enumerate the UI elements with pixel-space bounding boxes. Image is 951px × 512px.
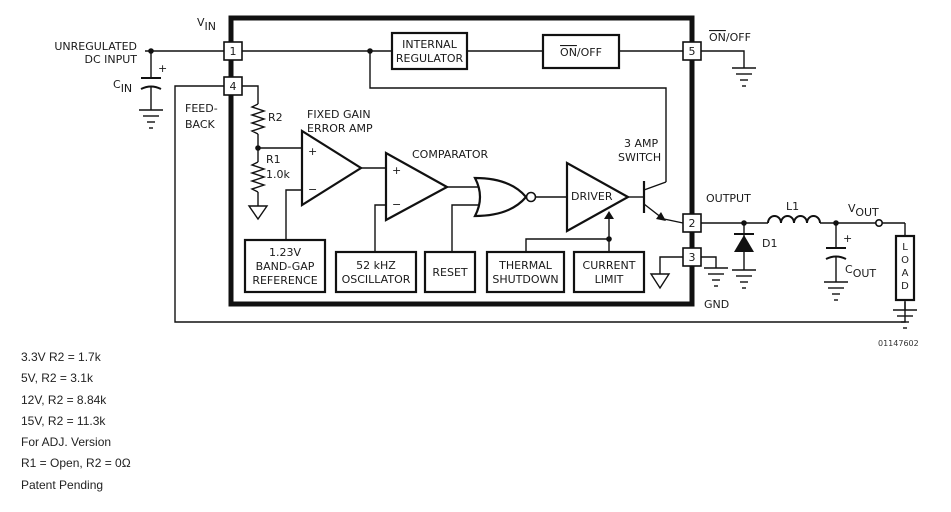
r1-ground-icon <box>247 205 269 221</box>
cout-ground-icon <box>824 281 848 301</box>
cin-label: CIN <box>113 78 132 95</box>
output-label: OUTPUT <box>706 192 751 205</box>
cin-plus: + <box>158 62 167 75</box>
internal-regulator-block <box>390 31 469 71</box>
cin-capacitor <box>140 51 162 110</box>
r1-label: R1 <box>266 153 281 166</box>
switch-label-2: SWITCH <box>618 151 661 164</box>
note-15v: 15V, R2 = 11.3k <box>21 413 106 428</box>
pin-5-number: 5 <box>689 45 696 58</box>
feedback-label-1: FEED- <box>185 102 218 115</box>
gnd-label: GND <box>704 298 729 311</box>
internal-regulator-label-2: REGULATOR <box>396 52 464 65</box>
current-limit-arrow-icon <box>604 211 614 219</box>
cout-capacitor <box>825 223 847 282</box>
reset-label: RESET <box>432 266 468 279</box>
nor-gate-bubble <box>525 191 537 203</box>
bandgap-reference-block <box>243 238 327 294</box>
load-label-1: L <box>902 242 908 253</box>
thermal-label-2: SHUTDOWN <box>492 273 558 286</box>
error-amp-plus: + <box>308 145 317 158</box>
internal-ground-icon <box>649 273 671 290</box>
note-5v: 5V, R2 = 3.1k <box>21 371 93 386</box>
oscillator-label-2: OSCILLATOR <box>342 273 411 286</box>
note-3v3: 3.3V R2 = 1.7k <box>21 350 101 364</box>
load-label-2: O <box>901 255 909 266</box>
nor-gate <box>473 176 528 218</box>
load-ground-icon <box>893 309 917 329</box>
cin-ground-icon <box>139 109 163 129</box>
thermal-shutdown-block <box>485 250 566 294</box>
bandgap-label-2: BAND-GAP <box>256 260 315 273</box>
current-limit-label-2: LIMIT <box>595 273 624 286</box>
gnd-ground-icon <box>704 267 728 287</box>
load-label-4: D <box>901 281 909 292</box>
cout-label: COUT <box>845 263 876 280</box>
r2-label: R2 <box>268 111 283 124</box>
switch-label-1: 3 AMP <box>624 137 659 150</box>
feedback-label-2: BACK <box>185 118 216 131</box>
reset-block <box>423 250 477 294</box>
comparator <box>384 151 450 222</box>
fixed-gain-label-1: FIXED GAIN <box>307 108 371 121</box>
error-amplifier <box>300 129 364 207</box>
ic-package-outline <box>228 15 695 307</box>
unregulated-label-1: UNREGULATED <box>54 40 137 53</box>
onoff-ground-icon <box>732 67 756 87</box>
r2-resistor <box>249 103 267 135</box>
vout-label: VOUT <box>848 202 879 219</box>
note-adj-version: For ADJ. Version <box>21 435 112 450</box>
onoff-pin-label: ON/OFF <box>709 31 751 44</box>
oscillator-label-1: 52 kHZ <box>356 259 396 272</box>
thermal-label-1: THERMAL <box>498 259 553 272</box>
driver-buffer <box>565 161 631 233</box>
notes-list: 3.3V R2 = 1.7k 5V, R2 = 3.1k 12V, R2 = 8… <box>21 347 421 496</box>
pin-2-number: 2 <box>689 217 696 230</box>
onoff-block <box>541 33 621 70</box>
note-adj-values: R1 = Open, R2 = 0Ω <box>21 456 131 471</box>
error-amp-minus: − <box>308 183 317 196</box>
bandgap-label-1: 1.23V <box>269 246 301 259</box>
r1-resistor <box>249 161 267 193</box>
fixed-gain-label-2: ERROR AMP <box>307 122 373 135</box>
note-12v: 12V, R2 = 8.84k <box>21 392 107 407</box>
onoff-block-label: ON/OFF <box>560 46 602 59</box>
comparator-minus: − <box>392 198 401 211</box>
vout-terminal <box>874 219 883 228</box>
pin-4-number: 4 <box>230 80 237 93</box>
d1-ground-icon <box>732 269 756 289</box>
pin-3-number: 3 <box>689 251 696 264</box>
figure-code: 01147602 <box>878 339 919 348</box>
comparator-plus: + <box>392 164 401 177</box>
unregulated-label-2: DC INPUT <box>84 53 137 66</box>
oscillator-block <box>334 250 418 294</box>
switch-transistor <box>642 181 684 224</box>
cout-plus: + <box>843 232 852 245</box>
load-label-3: A <box>902 268 909 279</box>
driver-label: DRIVER <box>571 190 613 203</box>
r1-value: 1.0k <box>266 168 290 181</box>
vin-label: VIN <box>197 16 216 33</box>
d1-label: D1 <box>762 237 777 250</box>
comparator-label: COMPARATOR <box>412 148 489 161</box>
pin-1-number: 1 <box>230 45 237 58</box>
d1-diode <box>734 223 754 270</box>
l1-label: L1 <box>786 200 799 213</box>
current-limit-block <box>572 250 646 294</box>
note-patent: Patent Pending <box>21 477 104 492</box>
current-limit-label-1: CURRENT <box>583 259 636 272</box>
bandgap-label-3: REFERENCE <box>252 274 317 287</box>
l1-inductor <box>767 215 821 224</box>
internal-regulator-label-1: INTERNAL <box>402 38 458 51</box>
